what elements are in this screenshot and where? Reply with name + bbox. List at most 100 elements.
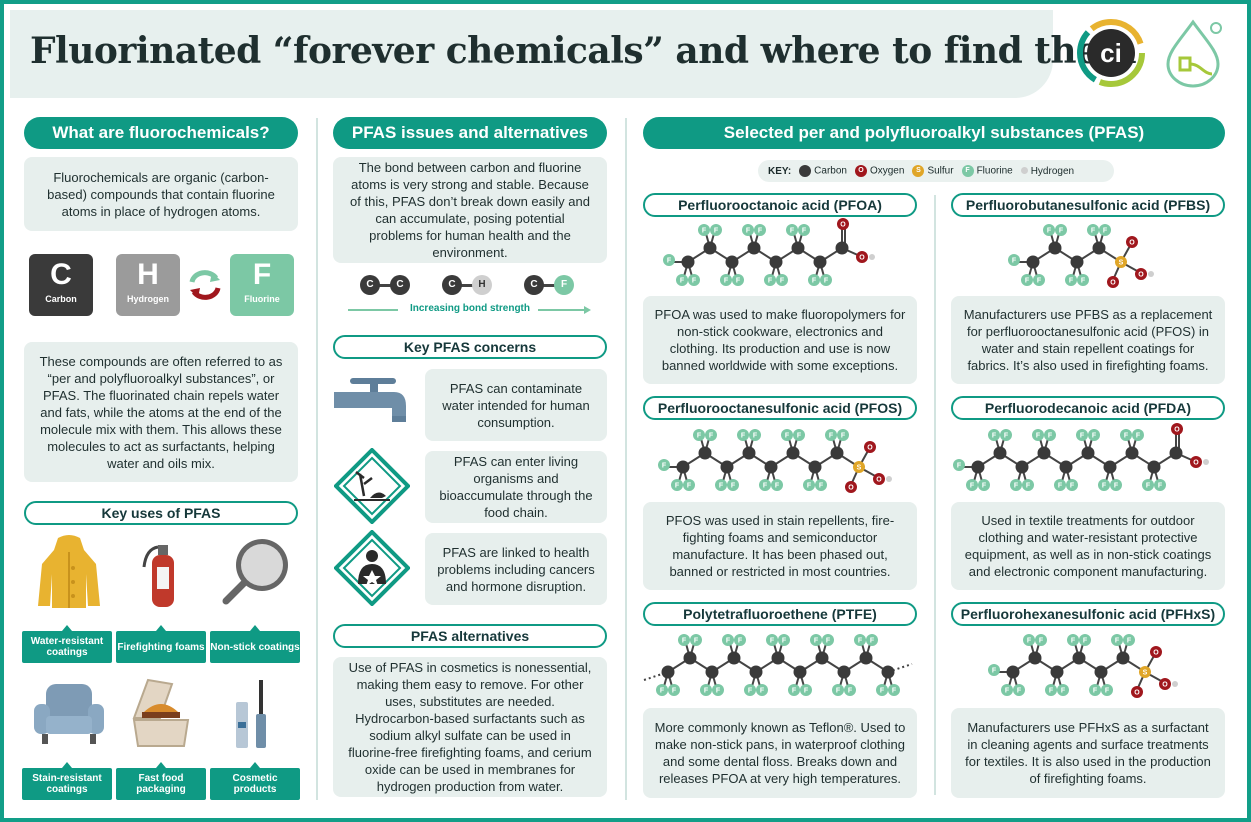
atom-f: F [722,634,734,646]
atom-c [727,651,741,665]
section-subheading: Key PFAS concerns [333,335,607,359]
atom-f: F [1076,429,1088,441]
bond-strength-arrow [348,306,591,314]
atom-c: C [360,275,380,295]
tile-symbol: F [252,258,272,291]
atom-f: F [1077,274,1089,286]
concern-text: PFAS can contaminate water intended for … [425,369,607,441]
atom-h [869,254,875,260]
atom-o: O [1135,268,1147,280]
atom-s: S [853,461,865,473]
atom-f: F [554,275,574,295]
alternatives-text: Use of PFAS in cosmetics is nonessential… [333,657,607,797]
substance-description: More commonly known as Teflon®. Used to … [643,708,917,798]
atom-c [1116,651,1130,665]
svg-text:F: F [1036,433,1041,440]
bond-strength-label: Increasing bond strength [409,303,530,314]
atom-h [886,476,892,482]
atom-f: F [1099,224,1111,236]
svg-text:F: F [680,278,685,285]
atom-h [1203,459,1209,465]
atom-f: F [749,429,761,441]
atom-f: F [715,479,727,491]
tile-symbol: H [137,258,159,291]
substance-name: Perfluorodecanoic acid (PFDA) [951,396,1225,420]
armchair-icon [34,684,104,744]
atom-f: F [822,634,834,646]
atom-o: O [1131,686,1143,698]
atom-f: F [734,634,746,646]
bond-line [456,284,480,287]
atom-f: F [754,224,766,236]
svg-text:F: F [704,688,709,695]
svg-text:F: F [812,278,817,285]
atom-c [881,665,895,679]
svg-text:F: F [768,278,773,285]
svg-text:F: F [1103,228,1108,235]
atom-f: F [1120,429,1132,441]
use-label: Non-stick coatings [210,625,300,663]
atom-c [747,241,761,255]
atom-f: F [1023,634,1035,646]
svg-text:F: F [797,433,802,440]
svg-text:F: F [1058,483,1063,490]
svg-text:F: F [1037,278,1042,285]
substance-name: Perfluorohexanesulfonic acid (PFHxS) [951,602,1225,626]
atom-f: F [1123,634,1135,646]
atom-f: F [1057,684,1069,696]
substance-name: Perfluorooctanoic acid (PFOA) [643,193,917,217]
svg-text:O: O [1134,690,1140,697]
atom-f: F [1000,429,1012,441]
header-band [10,10,1053,98]
atom-s: S [1139,666,1151,678]
svg-text:O: O [1153,650,1159,657]
atom-f: F [988,429,1000,441]
atom-f: F [727,479,739,491]
atom-f: F [876,684,888,696]
svg-text:F: F [1115,638,1120,645]
concern-text: PFAS can enter living organisms and bioa… [425,451,607,523]
tile-name: Hydrogen [126,294,169,304]
svg-text:F: F [1124,433,1129,440]
atom-c: C [390,275,410,295]
bond-strength-text: The bond between carbon and fluorine ato… [333,157,607,263]
svg-text:O: O [1129,240,1135,247]
atom-f: F [1154,479,1166,491]
atom-h [1172,681,1178,687]
svg-text:F: F [770,638,775,645]
atom-c [1169,446,1183,460]
atom-c [764,460,778,474]
svg-text:F: F [738,638,743,645]
concern-text: PFAS are linked to health problems inclu… [425,533,607,605]
atom-f: F [766,634,778,646]
use-label: Water-resistant coatings [22,625,112,663]
svg-text:O: O [1193,460,1199,467]
svg-text:F: F [1080,433,1085,440]
atom-f: F [1101,684,1113,696]
frying-pan-icon [222,539,288,605]
atom-c [1050,665,1064,679]
atom-c [813,255,827,269]
svg-text:F: F [1049,688,1054,695]
svg-text:O: O [867,445,873,452]
svg-text:F: F [1061,688,1066,695]
atom-f: F [1035,634,1047,646]
svg-text:F: F [1081,278,1086,285]
svg-text:S: S [1143,670,1148,677]
svg-text:S: S [1119,260,1124,267]
environmental-hazard-icon [334,448,410,524]
svg-text:F: F [992,433,997,440]
atom-c [786,446,800,460]
svg-text:F: F [702,228,707,235]
atom-c [830,446,844,460]
atom-c [698,446,712,460]
atom-f: F [705,429,717,441]
svg-text:F: F [819,483,824,490]
svg-text:F: F [1026,483,1031,490]
atom-f: F [737,429,749,441]
svg-text:F: F [662,463,667,470]
